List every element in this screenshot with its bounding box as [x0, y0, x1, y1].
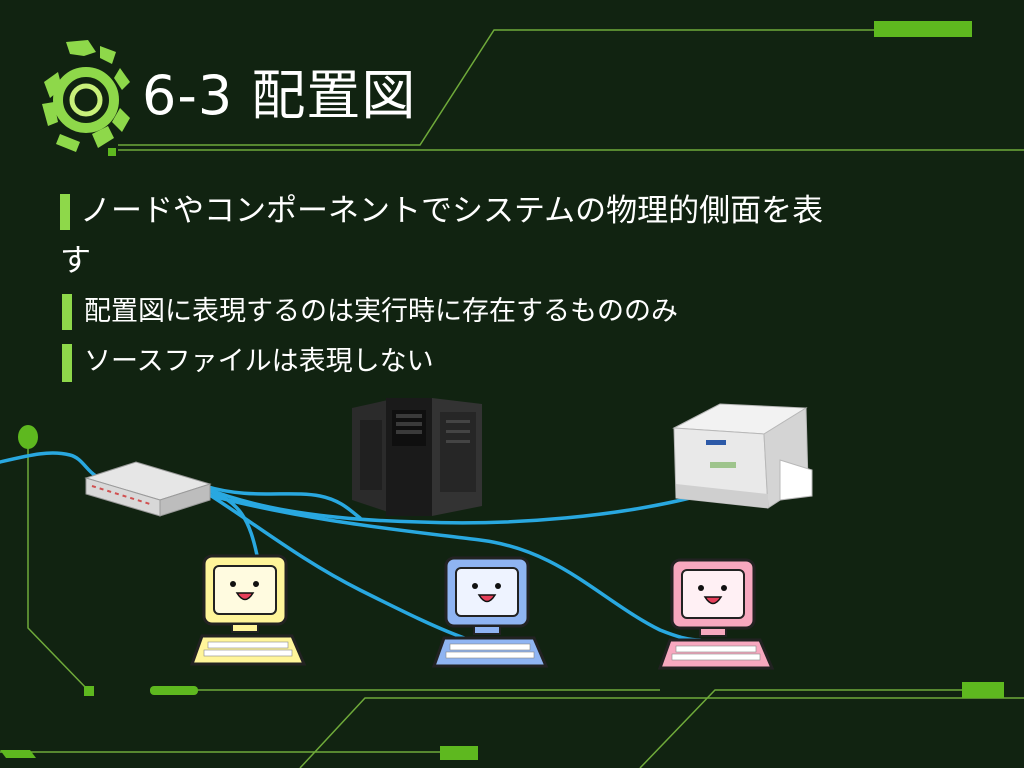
bullet-text-2: 配置図に表現するのは実行時に存在するもののみ	[84, 296, 678, 327]
bullet-text-1-continued: す	[60, 243, 91, 279]
page-title: 6-3 配置図	[142, 64, 417, 127]
network-illustration	[0, 398, 813, 670]
client-pc-pink	[657, 558, 775, 670]
bullet-text-1: ノードやコンポーネントでシステムの物理的側面を表	[80, 193, 824, 229]
bullet-marker	[62, 294, 72, 330]
client-pc-blue	[431, 556, 549, 668]
bullet-marker	[62, 344, 72, 382]
gear-logo-icon	[42, 40, 130, 152]
bullet-item-1: ノードやコンポーネントでシステムの物理的側面を表	[60, 188, 980, 234]
bullet-item-3: ソースファイルは表現しない	[62, 342, 434, 382]
laser-printer	[672, 403, 813, 509]
client-pc-yellow	[189, 554, 307, 666]
server-tower	[352, 398, 482, 516]
bullet-marker	[60, 194, 70, 230]
bullet-text-3: ソースファイルは表現しない	[84, 346, 434, 377]
network-cables	[0, 451, 702, 642]
bullet-item-2: 配置図に表現するのは実行時に存在するもののみ	[62, 292, 678, 332]
network-hub	[84, 461, 212, 517]
